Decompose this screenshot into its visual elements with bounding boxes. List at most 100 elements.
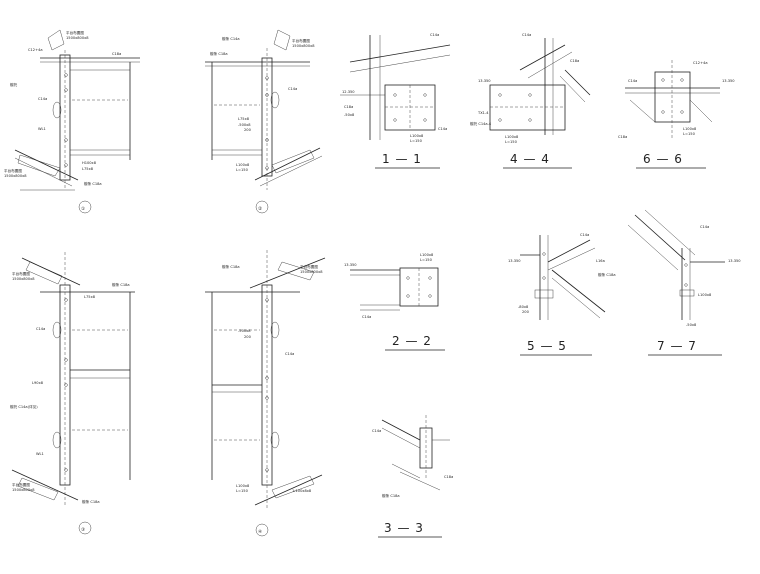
elev-a-note-10: 1500x800x8 xyxy=(4,174,27,178)
sec-5-note-5: 200 xyxy=(522,310,530,314)
elev-a-note-8: L75x8 xyxy=(82,167,94,171)
sec-6-note-0: C12+4a xyxy=(693,61,708,65)
elevation-b: 檩条 C14a 檩条 C18a L75x8 -500x8 200 C14a 平台… xyxy=(205,29,323,214)
elev-d-note-4: -500x8 xyxy=(238,329,251,333)
section-6-6: C12+4a C14a C18a L100x8 L=150 13.350 6 —… xyxy=(618,60,735,169)
sec-4-note-2: 13.350 xyxy=(478,79,491,83)
elevation-a: 平台布置图 1500x800x8 C12+4a C18a 檩托 C14a WL1… xyxy=(4,29,140,214)
elev-c-note-10: 檩条 C18a xyxy=(82,499,100,504)
sec-3-note-1: C18a xyxy=(444,475,453,479)
sec-1-note-2: C18a xyxy=(344,105,353,109)
sec-5-note-0: 13.350 xyxy=(508,259,521,263)
elev-a-note-9: 平台布置图 xyxy=(4,168,22,173)
elev-a-note-11: 檩条 C18a xyxy=(84,181,102,186)
elev-c-note-7: WL1 xyxy=(36,452,44,456)
elev-c-note-1: 1500x800x8 xyxy=(12,277,35,281)
elev-b-note-6: 平台布置图 xyxy=(292,38,310,43)
sec-2-note-0: 13.350 xyxy=(344,263,357,267)
elev-d-note-5: 200 xyxy=(244,335,252,339)
elev-b-note-3: -500x8 xyxy=(238,123,251,127)
sec-6-note-4: L=150 xyxy=(683,132,696,136)
section-4-4: C14a C18a 13.350 TX1-4 L100x8 L=150 檩托 C… xyxy=(470,33,591,169)
elev-b-note-9: L=150 xyxy=(236,168,249,172)
elev-c-circle-label: ③ xyxy=(81,527,85,533)
sec-3-note-2: 檩条 C18a xyxy=(382,493,400,498)
elev-b-note-5: C14a xyxy=(288,87,297,91)
sec-1-note-1: C14a xyxy=(430,33,439,37)
sec-4-note-0: C14a xyxy=(522,33,531,37)
sec-1-note-5: C14a xyxy=(438,127,447,131)
sec-6-note-2: C18a xyxy=(618,135,627,139)
sec-2-note-3: C14a xyxy=(362,315,371,319)
sec-5-note-1: C14a xyxy=(580,233,589,237)
elev-c-note-8: 平台布置图 xyxy=(12,482,30,487)
elev-a-note-0: 平台布置图 xyxy=(66,30,84,35)
sec-4-note-3: TX1-4 xyxy=(477,111,489,115)
elev-c-note-4: C14a xyxy=(36,327,45,331)
sec-1-label: 1 — 1 xyxy=(382,152,422,166)
sec-4-label: 4 — 4 xyxy=(510,152,550,166)
elev-a-note-5: C14a xyxy=(38,97,47,101)
elev-a-note-1: 1500x800x8 xyxy=(66,36,89,40)
elev-d-note-0: 檩条 C18a xyxy=(222,264,240,269)
sec-6-note-3: L100x8 xyxy=(683,127,697,131)
elev-a-note-7: H100x8 xyxy=(82,161,97,165)
sec-4-note-6: 檩托 C14a-4 xyxy=(470,121,492,126)
sec-3-label: 3 — 3 xyxy=(384,521,424,535)
sec-5-label: 5 — 5 xyxy=(527,339,567,353)
elevation-d: 檩条 C18a 平台布置图 1500x800x8 C14a -500x8 200… xyxy=(205,250,326,537)
elev-b-note-0: 檩条 C14a xyxy=(222,36,240,41)
sec-6-note-5: 13.350 xyxy=(722,79,735,83)
elev-d-note-7: L=150 xyxy=(236,489,249,493)
sec-5-note-4: -80x8 xyxy=(518,305,529,309)
sec-7-note-1: 13.350 xyxy=(728,259,741,263)
sec-1-note-3: L100x8 xyxy=(410,134,424,138)
elev-b-circle-label: ② xyxy=(258,206,262,212)
elev-d-note-8: 1:100x8x8 xyxy=(292,489,312,493)
sec-2-note-2: L=150 xyxy=(420,258,433,262)
elev-d-note-3: C14a xyxy=(285,352,294,356)
elev-b-note-1: 檩条 C18a xyxy=(210,51,228,56)
section-1-1: 12.350 C14a C18a L100x8 L=150 C14a -50x8… xyxy=(340,33,451,169)
sec-3-note-0: C14a xyxy=(372,429,381,433)
elev-c-note-5: L90x8 xyxy=(32,381,44,385)
sec-5-note-3: 檩条 C18a xyxy=(598,272,616,277)
elev-a-note-4: 檩托 xyxy=(10,82,18,87)
elev-c-note-9: 1500x800x8 xyxy=(12,488,35,492)
elev-a-note-3: C18a xyxy=(112,52,121,56)
sec-6-note-1: C14a xyxy=(628,79,637,83)
elev-b-note-7: 1500x800x8 xyxy=(292,44,315,48)
sec-1-note-4: L=150 xyxy=(410,139,423,143)
section-7-7: C14a 13.350 L100x8 -50x8 7 — 7 xyxy=(627,209,741,356)
sec-7-note-2: L100x8 xyxy=(698,293,712,297)
elev-b-note-8: L100x8 xyxy=(236,163,250,167)
elev-a-note-2: C12+4a xyxy=(28,48,43,52)
elev-c-note-0: 平台布置图 xyxy=(12,271,30,276)
elev-d-note-2: 1500x800x8 xyxy=(300,270,323,274)
sec-1-note-6: -50x8 xyxy=(344,113,355,117)
elev-d-circle-label: ④ xyxy=(258,529,262,535)
sec-4-note-4: L100x8 xyxy=(505,135,519,139)
sec-2-note-1: L100x8 xyxy=(420,253,434,257)
sec-5-note-2: L16a xyxy=(596,259,605,263)
sec-6-label: 6 — 6 xyxy=(643,152,683,166)
sec-7-label: 7 — 7 xyxy=(657,339,697,353)
elev-c-note-2: 檩条 C18a xyxy=(112,282,130,287)
elev-b-note-2: L75x8 xyxy=(238,117,250,121)
sec-4-note-5: L=150 xyxy=(505,140,518,144)
section-3-3: C14a C18a 檩条 C18a 3 — 3 xyxy=(372,415,453,538)
elev-d-note-1: 平台布置图 xyxy=(300,264,318,269)
elev-a-circle-label: ① xyxy=(81,206,85,212)
sec-4-note-1: C18a xyxy=(570,59,579,63)
elev-b-note-4: 200 xyxy=(244,128,252,132)
elev-c-note-6: 檩托 C14a(详见) xyxy=(10,404,38,409)
section-5-5: 13.350 C14a L16a 檩条 C18a -80x8 200 5 — 5 xyxy=(508,233,616,356)
sec-2-label: 2 — 2 xyxy=(392,334,432,348)
section-2-2: 13.350 L100x8 L=150 C14a 2 — 2 xyxy=(344,253,445,351)
elev-d-note-6: L100x8 xyxy=(236,484,250,488)
sec-7-note-3: -50x8 xyxy=(686,323,697,327)
sec-7-note-0: C14a xyxy=(700,225,709,229)
elev-c-note-3: L75x8 xyxy=(84,295,96,299)
